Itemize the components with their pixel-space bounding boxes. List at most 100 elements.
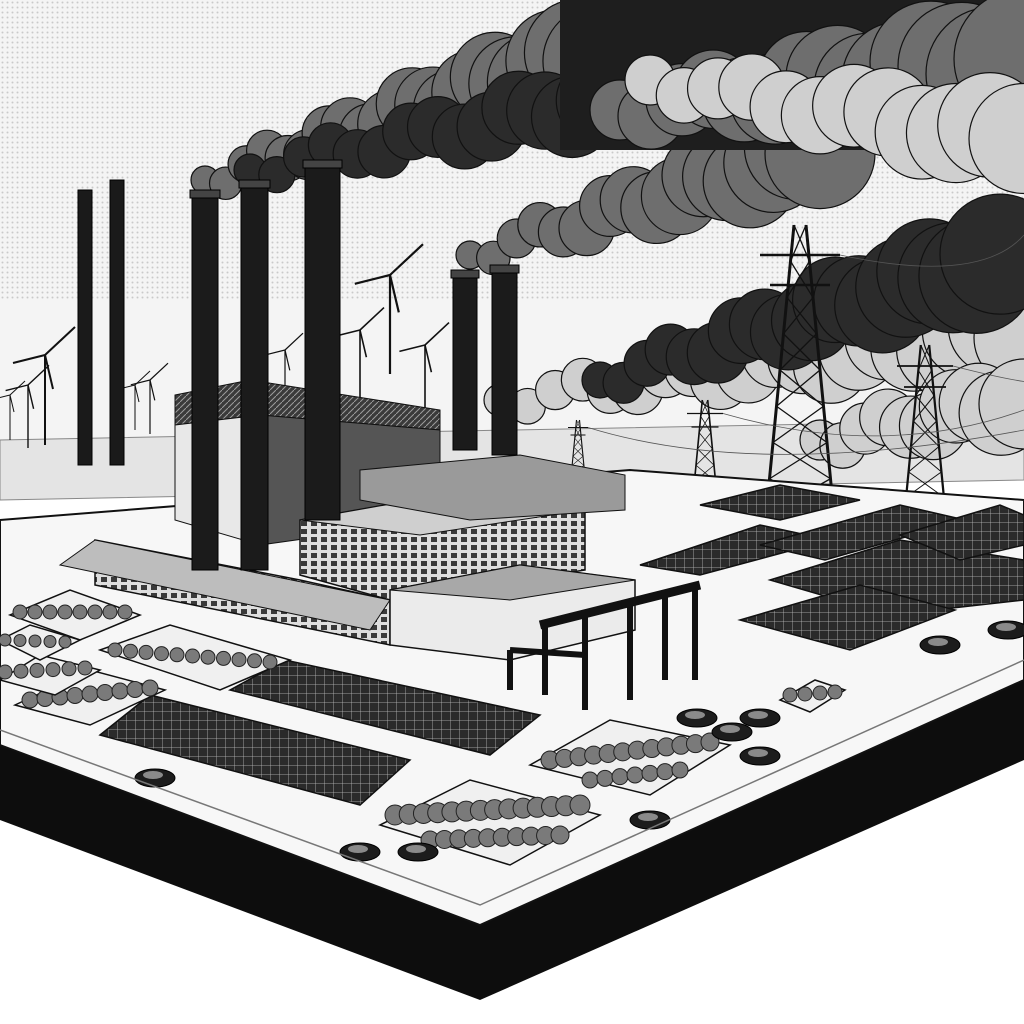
shrub [827, 684, 843, 700]
shrub [43, 635, 57, 648]
shrub [61, 661, 77, 677]
shrub [13, 634, 27, 647]
shrub [656, 763, 674, 781]
distant-smokestacks [77, 179, 125, 466]
shrub [671, 761, 689, 779]
shrub [231, 652, 247, 668]
car [339, 842, 381, 862]
smokestack [77, 189, 93, 466]
shrub [58, 635, 72, 649]
solar-array [897, 504, 1024, 561]
shrub [611, 768, 629, 786]
solar-array [737, 584, 958, 651]
shrub [123, 643, 138, 659]
planter-bed [97, 624, 293, 691]
wind-turbine [399, 322, 450, 417]
wind-turbine [12, 326, 76, 445]
planter-bed [12, 669, 168, 726]
ground-slab-side [0, 745, 480, 1000]
shrub [782, 687, 798, 703]
shrub [141, 679, 159, 697]
car [676, 708, 718, 728]
smokestack [109, 179, 125, 466]
cars [134, 620, 1024, 862]
shrub [29, 662, 45, 678]
main-smokestacks [189, 159, 520, 571]
planter-beds [0, 589, 847, 866]
shrub [13, 663, 29, 679]
shrub [581, 771, 599, 789]
shrub [96, 684, 114, 701]
car [987, 620, 1024, 640]
shrub [27, 604, 43, 620]
shrub [102, 604, 118, 620]
ground-slab-front [480, 680, 1024, 1000]
shrub [200, 649, 216, 665]
shrub [700, 732, 720, 752]
shrub [185, 648, 200, 664]
wind-turbine [5, 364, 50, 448]
shrub [126, 681, 144, 698]
shrub [0, 664, 13, 680]
shrub [262, 654, 278, 670]
smokestack-rim [238, 179, 271, 189]
right-building [359, 454, 626, 521]
shrub [247, 653, 262, 669]
smoke-puff [968, 82, 1024, 195]
smoke-plumes [190, 0, 1024, 469]
smokestack [491, 264, 518, 456]
shrub [57, 604, 73, 620]
smokestack-rim [302, 159, 343, 169]
shrub [28, 634, 42, 648]
solar-array [98, 694, 412, 806]
shrub [107, 642, 123, 658]
shrub [117, 604, 133, 620]
planter-bed [0, 624, 83, 661]
shrub [550, 825, 570, 845]
planter-bed [527, 719, 732, 796]
planter-bed [0, 654, 103, 696]
smokestack-rim [450, 269, 480, 279]
car [919, 635, 961, 655]
shrub [626, 766, 644, 784]
car [711, 722, 753, 742]
factory-building [58, 379, 636, 661]
smokestack-rim [489, 264, 520, 274]
front-building-roof [389, 564, 636, 601]
shrub [81, 685, 99, 703]
shrub [797, 686, 813, 702]
shrub [66, 687, 84, 704]
shrub [12, 604, 28, 620]
car [397, 842, 439, 862]
wind-turbine [354, 243, 424, 374]
smokestack [452, 269, 478, 451]
smokestack-rim [189, 189, 221, 199]
solar-array [699, 484, 861, 521]
planter-bed [7, 589, 143, 641]
shrub [154, 646, 169, 662]
planter-bed [377, 779, 602, 866]
shrub [42, 604, 58, 620]
shrub [72, 604, 88, 620]
car [739, 746, 781, 766]
gantry-frame [507, 580, 702, 710]
shrub [641, 764, 659, 782]
shrub [812, 685, 828, 701]
car [134, 768, 176, 788]
shrub [0, 633, 12, 647]
shrub [77, 660, 93, 676]
smokestack [240, 179, 269, 571]
wind-turbine [0, 380, 26, 440]
car [629, 810, 671, 830]
shrub [21, 691, 39, 709]
smoke-puff [939, 193, 1024, 315]
shrub [111, 682, 129, 700]
wind-turbine [130, 362, 169, 434]
shrub [169, 647, 185, 663]
shrub [216, 650, 231, 666]
smokestack [304, 159, 341, 521]
smoke-puff [978, 358, 1024, 450]
shrub [87, 604, 103, 620]
shrub [596, 769, 614, 787]
